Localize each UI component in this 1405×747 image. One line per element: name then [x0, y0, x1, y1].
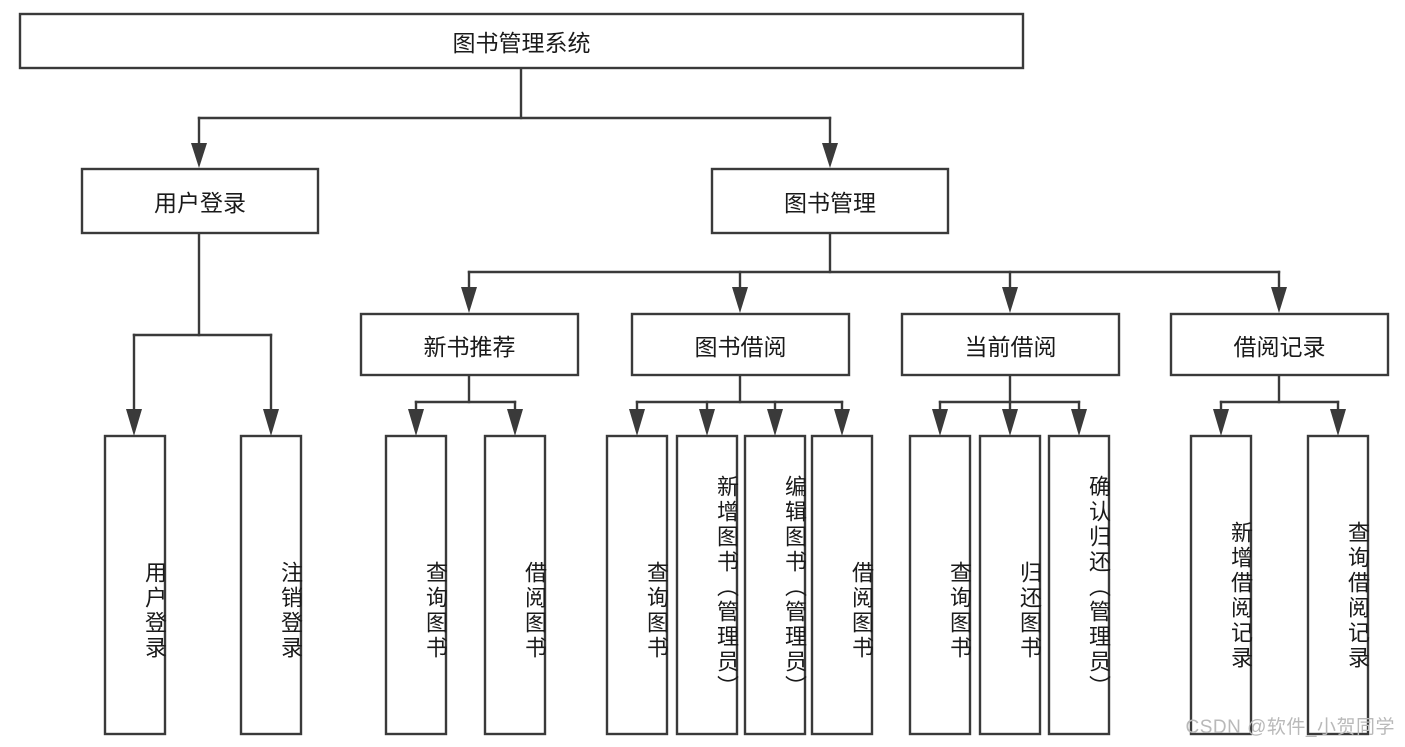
connector-group-root-to-level2	[191, 66, 838, 168]
node-box-leaf-query-record[interactable]	[1306, 434, 1370, 736]
node-box-root[interactable]	[18, 12, 1025, 70]
arrowhead-records-leaf2	[1330, 409, 1346, 436]
node-box-leaf-borrow-book-2[interactable]	[810, 434, 874, 736]
node-box-leaf-edit-book[interactable]	[743, 434, 807, 736]
connector-group-records-to-leaves	[1213, 373, 1346, 436]
arrowhead-records	[1271, 287, 1287, 313]
node-box-leaf-query-book-1[interactable]	[384, 434, 448, 736]
node-box-leaf-add-record[interactable]	[1189, 434, 1253, 736]
connector-group-newbook-to-leaves	[408, 373, 523, 436]
connector-group-current-to-leaves	[932, 373, 1087, 436]
arrowhead-newbook-leaf1	[408, 409, 424, 436]
node-box-leaf-return-book[interactable]	[978, 434, 1042, 736]
arrowhead-borrow-leaf3	[767, 409, 783, 436]
node-box-leaf-confirm-return[interactable]	[1047, 434, 1111, 736]
node-box-leaf-query-book-3[interactable]	[908, 434, 972, 736]
watermark-text: CSDN @软件_小贺同学	[1185, 717, 1395, 738]
arrowhead-book-mgmt	[822, 143, 838, 168]
connector-group-user-login-to-leaves	[126, 231, 279, 436]
arrowhead-borrow-leaf4	[834, 409, 850, 436]
arrowhead-leaf-user-login	[126, 409, 142, 436]
node-box-current-borrow[interactable]	[900, 312, 1121, 377]
arrowhead-newbook-leaf2	[507, 409, 523, 436]
node-box-leaf-user-login[interactable]	[103, 434, 167, 736]
arrowhead-current-leaf2	[1002, 409, 1018, 436]
arrowhead-user-login	[191, 143, 207, 168]
node-box-new-book-recommend[interactable]	[359, 312, 580, 377]
arrowhead-current	[1002, 287, 1018, 313]
node-box-user-login[interactable]	[80, 167, 320, 235]
node-box-leaf-add-book[interactable]	[675, 434, 739, 736]
arrowhead-current-leaf1	[932, 409, 948, 436]
arrowhead-records-leaf1	[1213, 409, 1229, 436]
arrowhead-borrow	[732, 287, 748, 313]
connector-group-bookmgmt-to-level3	[461, 231, 1287, 313]
node-box-leaf-logout[interactable]	[239, 434, 303, 736]
arrowhead-borrow-leaf1	[629, 409, 645, 436]
arrowhead-leaf-logout	[263, 409, 279, 436]
node-box-borrow-records[interactable]	[1169, 312, 1390, 377]
node-box-book-management[interactable]	[710, 167, 950, 235]
arrowhead-newbook	[461, 287, 477, 313]
node-box-book-borrow[interactable]	[630, 312, 851, 377]
arrowhead-borrow-leaf2	[699, 409, 715, 436]
node-box-leaf-query-book-2[interactable]	[605, 434, 669, 736]
connector-group-borrow-to-leaves	[629, 373, 850, 436]
arrowhead-current-leaf3	[1071, 409, 1087, 436]
node-box-leaf-borrow-book-1[interactable]	[483, 434, 547, 736]
